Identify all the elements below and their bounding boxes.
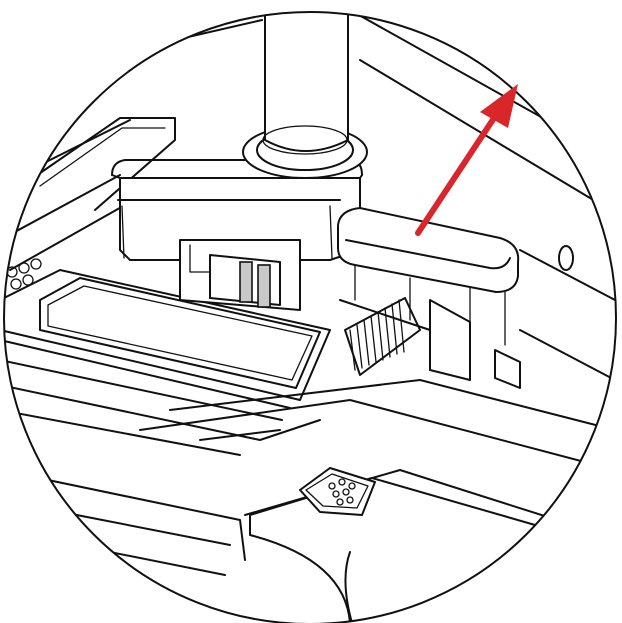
latch-tab xyxy=(239,261,253,303)
arrow-up-right-icon xyxy=(415,109,501,236)
connector-housing xyxy=(111,159,363,311)
release-tab xyxy=(337,207,520,381)
mounting-hole xyxy=(558,245,574,271)
recessed-panel xyxy=(29,117,176,211)
arrowhead-icon xyxy=(480,84,518,128)
side-wall xyxy=(494,245,616,389)
callout-circle xyxy=(3,11,617,623)
circuit-board xyxy=(4,258,331,456)
lift-arrow xyxy=(415,84,518,236)
antenna-post xyxy=(242,12,368,179)
chip-component xyxy=(299,467,376,516)
connector-ribs xyxy=(344,297,421,376)
